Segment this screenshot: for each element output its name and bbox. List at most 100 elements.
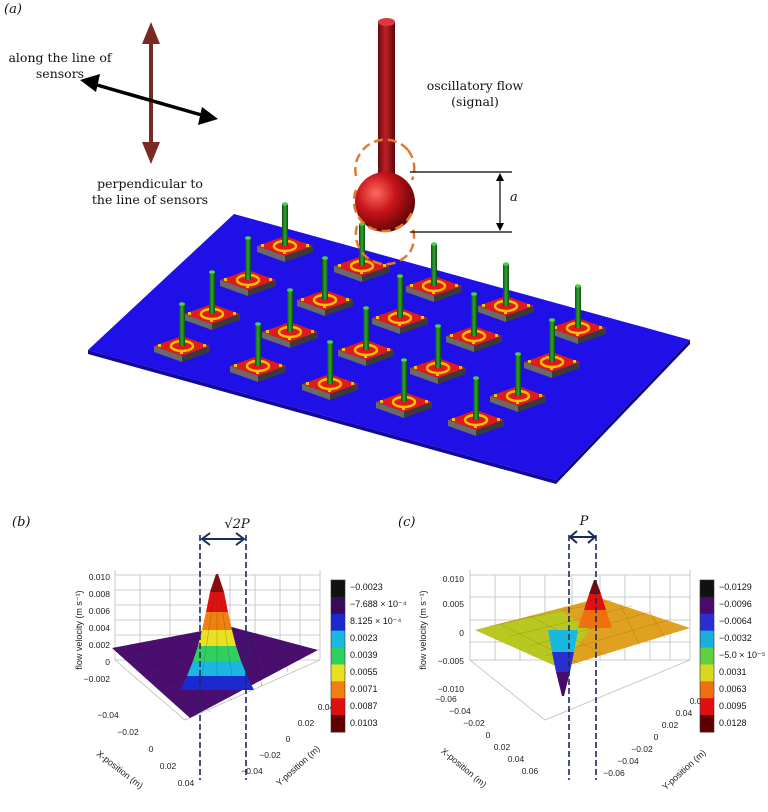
cbarCLabels-3: −0.0032 (719, 633, 752, 644)
cbarCLabels-8: 0.0128 (719, 717, 747, 728)
plot-b-yt1: 0.02 (298, 718, 315, 728)
panel-c-label: (c) (398, 515, 416, 530)
plot-b-surface (112, 573, 318, 718)
plot-b-yt3: −0.02 (259, 750, 281, 760)
plot-c-x-ticks: −0.06 −0.04 −0.02 0 0.02 0.04 0.06 (435, 694, 538, 776)
distance-a-label: a (510, 190, 518, 205)
cbarBLabels-1: −7.688 × 10⁻⁴ (350, 599, 407, 610)
plot-c-xt4: 0.02 (494, 742, 511, 752)
cbarBLabels-6: 0.0071 (350, 683, 378, 694)
plot-c-xt3: 0 (486, 730, 491, 740)
cbarB-frame (330, 579, 346, 733)
distance-indicator (410, 171, 512, 233)
plot-b-yt2: 0 (286, 734, 291, 744)
cbarB-swatch-3 (331, 630, 345, 649)
plot-c-yt6: −0.06 (603, 768, 625, 778)
plot-c-yt0: 0.06 (690, 696, 707, 706)
cbarC-swatch-4 (700, 647, 714, 665)
cbarBLabels-4: 0.0039 (350, 650, 378, 660)
plot-c-yt5: −0.04 (617, 756, 639, 766)
plot-c-colorbar (699, 579, 715, 733)
cbarCLabels-0: −0.0129 (719, 582, 752, 593)
plot-b-xt4: 0.04 (178, 778, 195, 788)
cbarCLabels-5: 0.0031 (719, 666, 747, 677)
sensor-array-illustration (80, 18, 690, 484)
cbarC-swatch-3 (700, 630, 714, 649)
plot-c-z-label: flow velocity (m s⁻¹) (418, 590, 428, 669)
plot-b-zt6: −0.002 (84, 674, 111, 684)
cbarBLabels-2: 8.125 × 10⁻⁴ (350, 616, 402, 627)
cbarCLabels-6: 0.0063 (719, 683, 747, 694)
plot-b-zt1: 0.008 (89, 589, 111, 599)
panel-a-label: (a) (4, 2, 22, 17)
plot-b-zt0: 0.010 (89, 572, 111, 582)
perpendicular-label: perpendicular to the line of sensors (80, 176, 220, 207)
plot-b-y-ticks: 0.04 0.02 0 −0.02 −0.04 (241, 702, 334, 776)
plot-c-yt4: −0.02 (631, 744, 653, 754)
cbarBLabels-5: 0.0055 (350, 666, 378, 677)
plot-b-colorbar (330, 579, 346, 733)
plot-c-z-ticks: 0.010 0.005 0 −0.005 −0.010 (438, 574, 465, 694)
plot-c-yt3: 0 (654, 732, 659, 742)
plot-c-y-label: Y-position (m) (660, 748, 708, 792)
plot-b-xt2: 0 (149, 744, 154, 754)
plot-c-yt2: 0.02 (662, 720, 679, 730)
oscillatory-flow-label: oscillatory flow (signal) (405, 78, 545, 109)
cbarB-swatch-0 (331, 580, 345, 598)
cbarCLabels-2: −0.0064 (719, 616, 752, 627)
cbarB-swatch-4 (331, 647, 345, 665)
plot-b-zt2: 0.006 (89, 606, 111, 616)
cbarC-frame (699, 579, 715, 733)
plot-c-xt2: −0.02 (463, 718, 485, 728)
plot-b-xt0: −0.04 (97, 710, 119, 720)
osc-text-1: oscillatory flow (426, 78, 524, 93)
plot-c-zt3: −0.005 (438, 656, 465, 666)
plot-b-z-ticks: 0.010 0.008 0.006 0.004 0.002 0 −0.002 (84, 572, 111, 684)
plot-c-y-ticks: 0.06 0.04 0.02 0 −0.02 −0.04 −0.06 (603, 696, 706, 778)
plot-c-spacing-label: P (579, 514, 589, 529)
along-line-text-1: along the line of (8, 50, 112, 65)
cbarC-swatch-0 (700, 580, 714, 598)
plot-c-surface (475, 580, 690, 696)
cbarC-swatch-8 (700, 715, 714, 733)
plot-b-yt4: −0.04 (241, 766, 263, 776)
plot-c-xt0: −0.06 (435, 694, 457, 704)
plot-b-zt3: 0.004 (89, 623, 111, 633)
cbarC-swatch-5 (700, 664, 714, 682)
cbarC-swatch-1 (700, 596, 714, 615)
plot-b-z-label: flow velocity (m s⁻¹) (74, 590, 84, 669)
plot-b-xt1: −0.02 (117, 727, 139, 737)
along-line-label: along the line of sensors (0, 50, 120, 81)
plot-b-zt4: 0.002 (89, 640, 111, 650)
cbarC-swatch-6 (700, 681, 714, 699)
plot-b-xt3: 0.02 (160, 761, 177, 771)
plot-b-x-ticks: −0.04 −0.02 0 0.02 0.04 (97, 710, 194, 788)
plot-c-x-label: X-position (m) (439, 746, 488, 790)
cbarBLabels-0: −0.0023 (350, 582, 383, 593)
cbarB-swatch-8 (331, 715, 345, 733)
plot-b-spacing-label: √2P (224, 517, 250, 532)
cbarBLabels-3: 0.0023 (350, 633, 378, 644)
panel-b-label: (b) (12, 515, 31, 530)
plot-c-yt1: 0.04 (676, 708, 693, 718)
plot-c-xt1: −0.04 (449, 706, 471, 716)
cbarCLabels-1: −0.0096 (719, 599, 752, 610)
along-line-arrow (80, 74, 218, 125)
osc-text-2: (signal) (451, 93, 499, 109)
perp-text-1: perpendicular to (97, 176, 203, 191)
plot-c-zt0: 0.010 (443, 574, 465, 584)
plot-c-spacing-guides (568, 530, 597, 780)
cbarB-swatch-6 (331, 681, 345, 699)
cbarBLabels-8: 0.0103 (350, 717, 378, 728)
plot-b-yt0: 0.04 (318, 702, 335, 712)
plot-b-zt5: 0 (105, 657, 110, 667)
perpendicular-arrow (142, 22, 160, 164)
plot-b-spacing-guides (199, 532, 247, 780)
plot-c-xt5: 0.04 (508, 754, 525, 764)
cbarCLabels-7: 0.0095 (719, 700, 747, 711)
cbarC-swatch-2 (700, 613, 714, 632)
cbarBLabels-7: 0.0087 (350, 700, 378, 711)
oscillating-sphere-source (352, 18, 416, 266)
